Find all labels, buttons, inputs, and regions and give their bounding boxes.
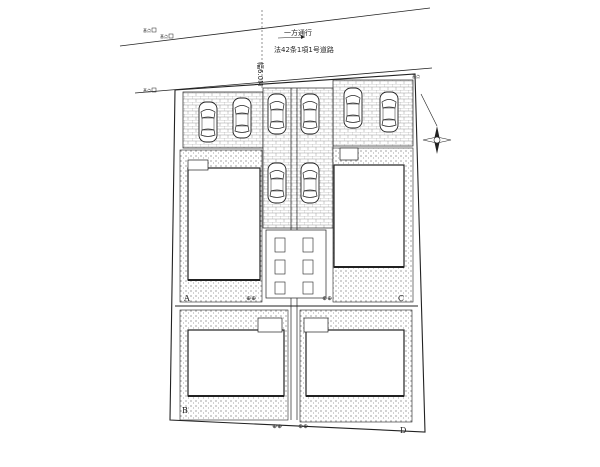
marker-right-top: 基点 <box>412 73 420 79</box>
marker-left-top: 基点 <box>143 27 151 33</box>
marker-left-top2: 基点 <box>160 33 168 39</box>
lot-b-label: B <box>182 406 188 415</box>
lot-c: ⊕⊕ C <box>322 147 414 303</box>
road-width-label: 幅6.0M <box>256 62 265 86</box>
road-direction-label: 一方通行 <box>284 28 312 37</box>
house-b <box>187 329 285 397</box>
lot-a: ⊕⊕ A <box>179 149 263 303</box>
house-c <box>333 164 405 268</box>
svg-text:⊕⊕: ⊕⊕ <box>246 295 256 302</box>
house-d <box>305 329 405 397</box>
svg-text:⊕⊕: ⊕⊕ <box>272 423 282 430</box>
marker-left-mid: 基点 <box>143 87 151 93</box>
lot-a-label: A <box>183 294 190 303</box>
house-a <box>187 167 261 281</box>
svg-text:⊕⊕: ⊕⊕ <box>322 295 332 302</box>
lot-d-label: D <box>400 426 406 435</box>
compass-icon <box>420 93 452 154</box>
site-boundary <box>169 73 426 433</box>
lot-c-label: C <box>398 294 404 303</box>
road-name-label: 法42条1項1号道路 <box>274 45 334 54</box>
center-lane <box>265 88 327 420</box>
svg-text:⊕⊕: ⊕⊕ <box>298 423 308 430</box>
lot-b: ⊕⊕ B <box>179 309 289 430</box>
lot-d: ⊕⊕ D <box>298 309 413 435</box>
reference-markers: 基点 基点 基点 基点 <box>143 27 420 93</box>
